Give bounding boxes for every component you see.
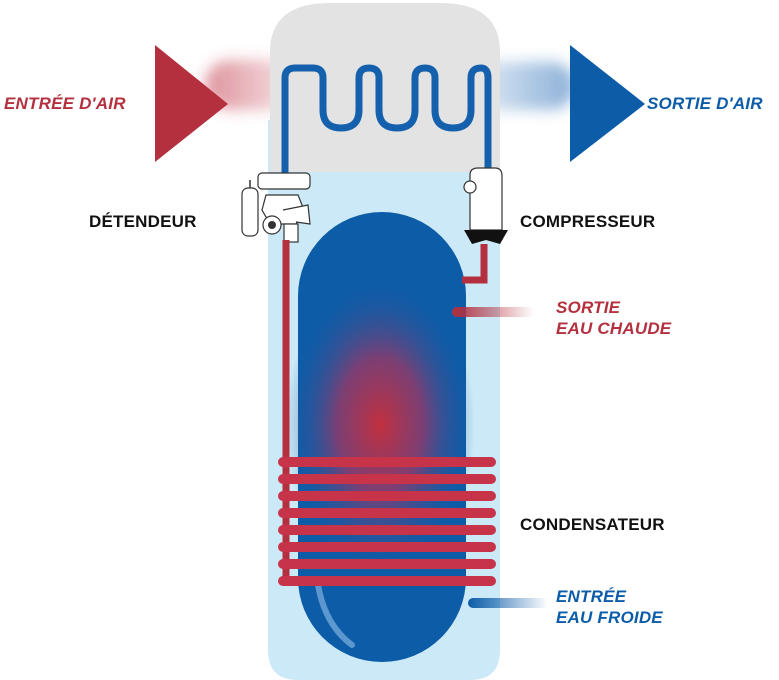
label-hot-water-out-line2: EAU CHAUDE bbox=[556, 319, 672, 338]
heat-pump-top-cover bbox=[270, 3, 500, 172]
condenser-coils bbox=[278, 457, 496, 586]
evaporator-coil bbox=[281, 64, 492, 180]
label-hot-water-out: SORTIE EAU CHAUDE bbox=[556, 297, 671, 339]
hot-water-outlet-pipe bbox=[452, 307, 534, 317]
label-condenser: CONDENSATEUR bbox=[520, 515, 665, 534]
cold-water-inlet-pipe bbox=[468, 598, 548, 608]
expansion-valve-icon bbox=[241, 172, 311, 243]
label-cold-water-in-line2: EAU FROIDE bbox=[556, 608, 663, 627]
label-cold-water-in-line1: ENTRÉE bbox=[556, 587, 627, 606]
label-expander: DÉTENDEUR bbox=[89, 212, 197, 231]
label-air-in: ENTRÉE D'AIR bbox=[4, 94, 126, 113]
compressor-icon bbox=[463, 167, 508, 244]
air-out-arrow-icon bbox=[570, 45, 645, 162]
refrigerant-line-compressor bbox=[462, 244, 488, 284]
label-compressor: COMPRESSEUR bbox=[520, 212, 656, 231]
tank-highlight bbox=[315, 582, 355, 648]
label-hot-water-out-line1: SORTIE bbox=[556, 298, 621, 317]
label-air-out: SORTIE D'AIR bbox=[647, 94, 763, 113]
air-in-arrow-icon bbox=[155, 45, 228, 162]
label-cold-water-in: ENTRÉE EAU FROIDE bbox=[556, 586, 663, 628]
